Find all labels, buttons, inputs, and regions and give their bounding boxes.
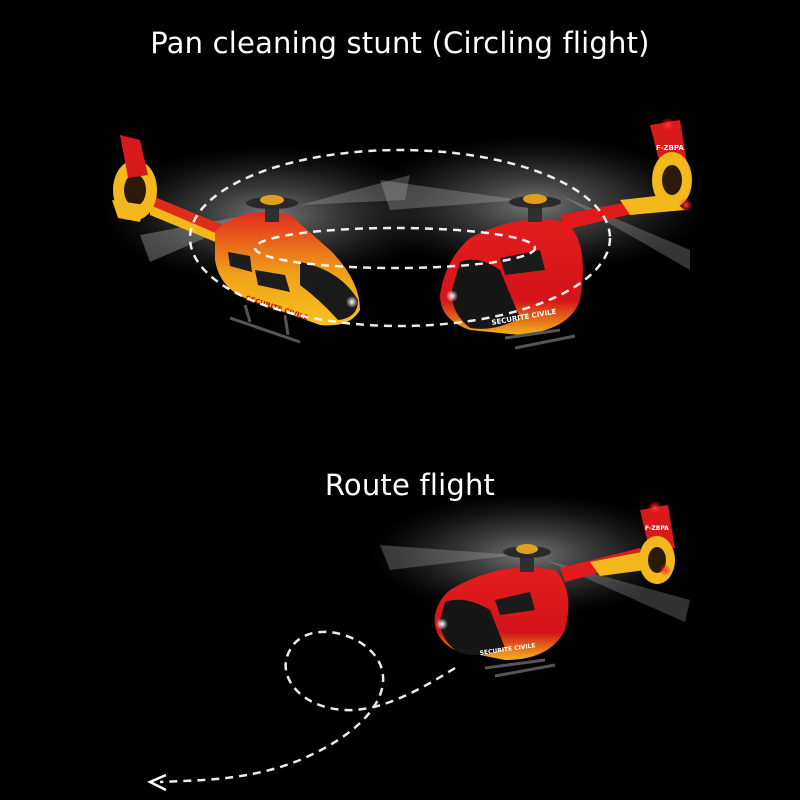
circling-flight-path: [188, 148, 612, 328]
helicopter-bottom: F-ZBPA SECURITE CIVILE: [368, 493, 690, 678]
caption-circling-flight: Pan cleaning stunt (Circling flight): [150, 26, 650, 60]
caption-route-flight: Route flight: [324, 468, 496, 502]
helicopter-right: F-ZBPA SECURITE CIVILE: [360, 117, 710, 350]
route-flight-path: [159, 630, 456, 784]
tail-code: F-ZBPA: [656, 144, 684, 152]
helicopter-left: SECURITE CIVILE: [100, 135, 440, 344]
route-arrow-head-icon: [147, 773, 167, 792]
tail-code: F-ZBPA: [645, 525, 669, 532]
